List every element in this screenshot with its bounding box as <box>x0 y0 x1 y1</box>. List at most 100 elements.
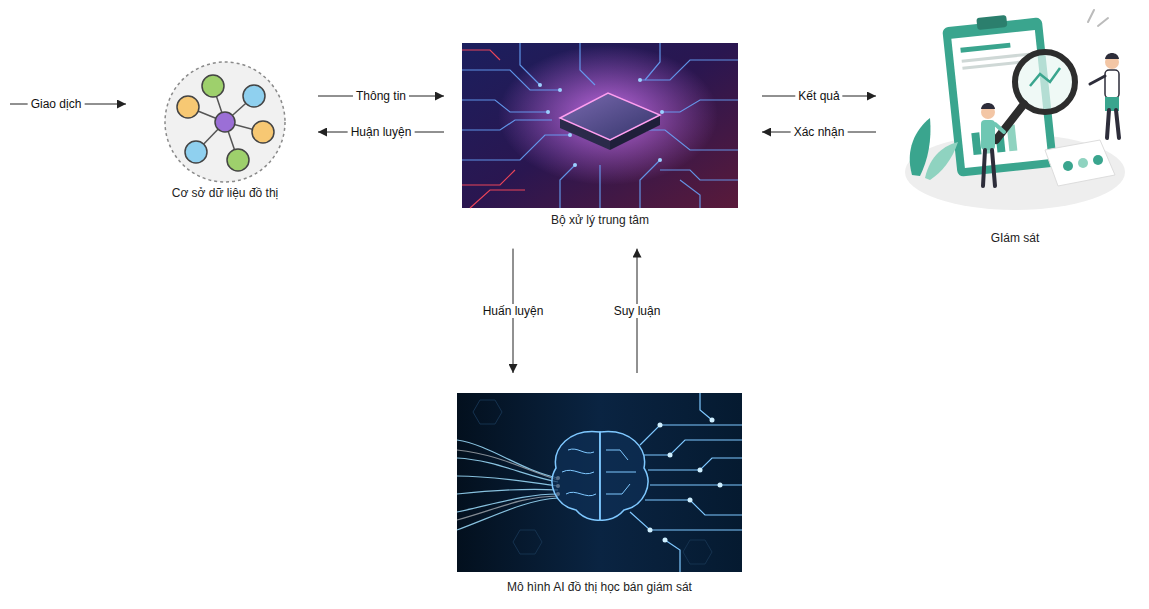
cpu-chip-picture-part-part <box>462 100 548 112</box>
ai-brain-picture-part-part <box>648 458 742 470</box>
ai-brain-picture-part <box>562 432 636 520</box>
picture-node: GIám sát <box>900 5 1130 247</box>
ai-brain-picture-part-part <box>457 498 558 530</box>
cpu-chip-picture-part-part <box>462 120 552 130</box>
cpu-chip-picture-part-part <box>680 180 700 208</box>
analysis-illustration-part <box>1045 140 1115 186</box>
ai-brain-picture-part-part <box>513 530 542 554</box>
cpu-chip-picture-part-part <box>462 170 515 185</box>
analysis-illustration-part <box>996 104 1024 140</box>
analysis-illustration-part <box>981 103 995 109</box>
analysis-illustration-part <box>1090 76 1105 84</box>
analysis-illustration-part <box>995 124 1004 132</box>
analysis-illustration-part-part <box>962 60 1022 69</box>
cpu-chip-picture-part-part <box>462 50 500 60</box>
ai-brain-picture-part-part <box>650 484 742 485</box>
graph-db-icon-part-part <box>202 75 224 97</box>
graph-db-icon-part-part <box>243 85 265 107</box>
ai-brain-picture-part-part <box>710 418 715 423</box>
edge-label: Suy luận <box>611 304 664 318</box>
analysis-illustration-part-part <box>971 132 981 155</box>
ai-brain-picture-part-part <box>644 440 742 455</box>
cpu-chip-picture-part-part <box>640 60 738 80</box>
ai-brain-picture-part <box>457 393 742 572</box>
cpu-chip-picture-part-part <box>520 43 540 85</box>
cpu-chip-picture-part <box>462 50 525 208</box>
analysis-illustration-part-part <box>1088 10 1094 22</box>
cpu-chip-picture <box>462 43 738 208</box>
graph-db-icon-part <box>165 62 285 182</box>
node-caption: Bộ xử lý trung tâm <box>551 213 649 229</box>
ai-brain-picture-part-part <box>668 453 673 458</box>
cpu-chip-picture-part-part <box>660 110 664 114</box>
analysis-illustration-part <box>1030 68 1060 86</box>
analysis-illustration-part <box>1088 10 1108 26</box>
input-label: Giao dịch <box>28 97 85 111</box>
cpu-chip-picture-part-part <box>662 100 738 112</box>
edge-label: Xác nhận <box>791 125 848 139</box>
picture-area <box>599 393 600 580</box>
cpu-chip-picture-part-part <box>660 170 738 180</box>
ai-brain-picture-part-part <box>600 432 601 520</box>
node-caption: Mô hình AI đồ thị học bán giám sát <box>507 580 692 596</box>
analysis-illustration-part <box>1107 110 1109 138</box>
ai-brain-picture-part-part <box>457 496 558 520</box>
ai-brain-picture-part-part <box>457 489 558 494</box>
cpu-chip-picture-part-part <box>560 165 575 208</box>
node-caption: Cơ sở dữ liệu đồ thị <box>172 186 278 202</box>
picture-node: Cơ sở dữ liệu đồ thị <box>150 62 300 202</box>
ai-brain-picture-part <box>648 418 723 543</box>
cpu-chip-picture-part-part <box>462 70 560 90</box>
analysis-illustration-part <box>1063 161 1073 171</box>
ai-brain-picture <box>457 393 742 572</box>
ai-brain-picture-part-part <box>683 540 712 564</box>
analysis-illustration-part <box>910 118 931 176</box>
cpu-chip-picture-part-part <box>638 78 642 82</box>
picture-node: Bộ xử lý trung tâm <box>462 43 738 229</box>
ai-brain-picture-part-part <box>473 400 502 424</box>
analysis-illustration-part <box>992 150 995 186</box>
picture-area <box>1015 5 1016 231</box>
analysis-illustration-part <box>983 150 985 186</box>
picture-node: Mô hình AI đồ thị học bán giám sát <box>457 393 742 596</box>
ai-brain-picture-part-part <box>700 393 712 420</box>
cpu-chip-picture-part-part <box>658 158 662 162</box>
cpu-chip-picture-part-part <box>599 165 600 208</box>
ai-brain-picture-part-part <box>457 450 558 480</box>
analysis-illustration-part-part <box>1098 18 1108 26</box>
analysis-illustration-part <box>1105 53 1119 59</box>
cpu-chip-picture-part <box>560 93 660 140</box>
analysis-illustration-part-part <box>976 15 1007 30</box>
analysis-illustration-part <box>981 120 995 150</box>
graph-db-icon <box>165 62 285 182</box>
analysis-illustration-part <box>1105 70 1119 98</box>
cpu-chip-picture-part-part <box>640 160 660 208</box>
analysis-illustration <box>905 10 1125 210</box>
graph-db-icon-part <box>177 75 274 171</box>
ai-brain-picture-part-part <box>688 498 693 503</box>
cpu-chip-picture-part-part <box>645 130 738 150</box>
picture-area <box>600 43 601 213</box>
cpu-chip-picture-part-part <box>470 190 525 208</box>
cpu-chip-picture-part <box>462 43 738 208</box>
graph-db-icon-part-part <box>177 96 199 118</box>
cpu-chip-picture-part <box>498 45 718 185</box>
ai-brain-picture-part-part <box>658 423 663 428</box>
ai-brain-picture-part-part <box>630 512 742 530</box>
ai-brain-picture-part <box>457 440 558 530</box>
cpu-chip-picture-part-part <box>462 135 570 160</box>
cpu-chip-picture-part <box>538 78 664 167</box>
cpu-chip-picture-part-part <box>580 43 595 85</box>
ai-brain-picture-part-part <box>568 449 594 453</box>
ai-brain-picture-part-part <box>640 425 742 445</box>
ai-brain-picture-part <box>630 393 742 572</box>
edge-label: Huấn luyện <box>480 304 547 318</box>
cpu-chip-picture-part-part <box>568 133 572 137</box>
ai-brain-picture-part-part <box>665 540 680 572</box>
ai-brain-picture-part <box>552 431 600 520</box>
analysis-illustration-part <box>1078 158 1088 168</box>
ai-brain-picture-part-part <box>718 483 723 488</box>
edge-label: Huận luyện <box>348 125 415 139</box>
cpu-chip-picture-part-part <box>573 163 577 167</box>
